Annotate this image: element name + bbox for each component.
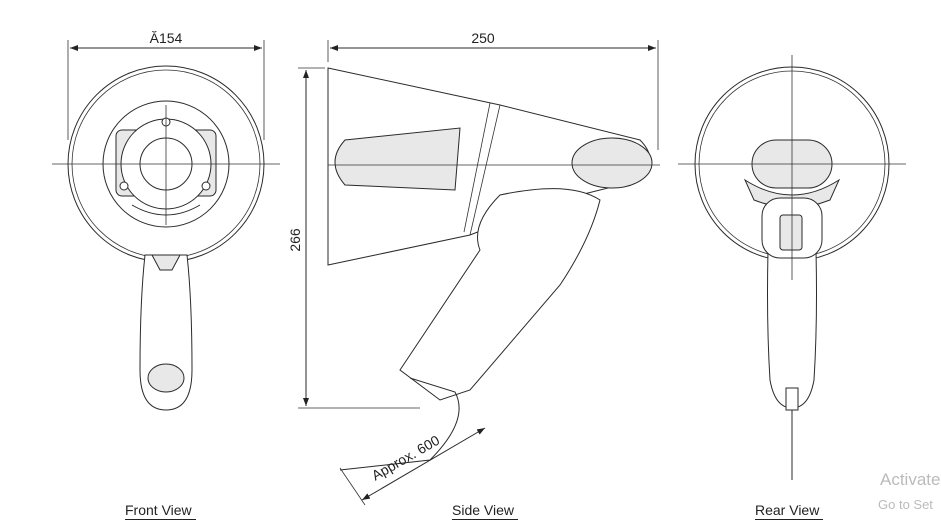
activation-watermark-subtitle: Go to Set — [878, 497, 933, 512]
rear-view-caption: Rear View — [755, 502, 824, 520]
side-view-caption: Side View — [452, 502, 519, 520]
front-view-caption: Front View — [125, 502, 196, 520]
rear-view-drawing — [678, 55, 906, 480]
height-label: 266 — [287, 228, 303, 252]
length-label: 250 — [471, 30, 495, 46]
side-view-drawing — [298, 40, 660, 506]
front-view-drawing — [52, 40, 280, 411]
cord-length-label: Approx. 600 — [369, 432, 443, 484]
activation-watermark-title: Activate — [880, 470, 941, 489]
diameter-label: Ă154 — [150, 30, 183, 46]
cord-dimension-line — [361, 427, 486, 501]
